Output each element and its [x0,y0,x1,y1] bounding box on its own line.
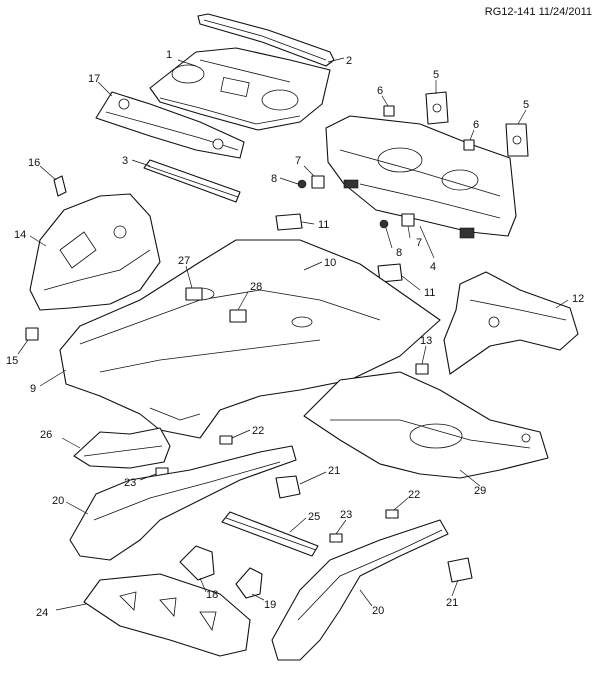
part-bracket-13 [415,363,429,375]
part-clip-15 [25,327,39,341]
callout-14: 14 [14,229,26,241]
part-crossmember-24 [83,573,251,657]
part-fastener-8a [297,179,307,189]
part-crossmember-25 [221,511,319,557]
part-pad-22b [385,509,399,519]
part-bracket-7a [311,175,325,189]
part-bracket-26 [73,427,171,469]
callout-6-right: 6 [473,119,479,131]
callout-17: 17 [88,73,100,85]
callout-23-left: 23 [124,477,136,489]
part-rear-compartment-panel [325,115,517,239]
part-roof-rail [197,13,335,67]
callout-22-left: 22 [252,425,264,437]
part-pad-23b [329,533,343,543]
callout-29: 29 [474,485,486,497]
callout-25: 25 [308,511,320,523]
part-fastener-8b [379,219,389,229]
callout-16: 16 [28,157,40,169]
part-reinforcement-bar [143,159,241,203]
part-rear-rail-right [443,271,579,375]
callout-10: 10 [324,257,336,269]
callout-2: 2 [346,55,352,67]
callout-27: 27 [178,255,190,267]
callout-21-upper: 21 [328,465,340,477]
part-rear-shelf-panel [149,47,331,131]
callout-3: 3 [122,155,128,167]
part-bracket-18 [179,545,215,581]
part-rear-floor-panel [59,239,441,439]
callout-23-right: 23 [340,509,352,521]
part-spare-wheel-floor [303,371,549,479]
callout-9: 9 [30,383,36,395]
callout-13: 13 [420,335,432,347]
callout-12: 12 [572,293,584,305]
part-rear-rail-right-20 [271,519,449,661]
callout-20-right: 20 [372,605,384,617]
callout-19: 19 [264,599,276,611]
callout-1: 1 [166,49,172,61]
diagram-reference-code: RG12-141 11/24/2011 [484,6,592,18]
callout-6-left: 6 [377,85,383,97]
callout-7-lower: 7 [416,237,422,249]
callout-8-lower: 8 [396,247,402,259]
part-clip-6a [383,105,395,117]
part-bracket-5b [505,123,529,157]
callout-22-right: 22 [408,489,420,501]
callout-28: 28 [250,281,262,293]
callout-24: 24 [36,607,48,619]
part-bracket-7b [401,213,415,227]
part-bracket-28 [229,309,247,323]
callout-21-lower: 21 [446,597,458,609]
callout-26: 26 [40,429,52,441]
callout-layer: 1 2 3 4 5 5 6 6 7 7 8 8 9 10 11 11 12 13… [6,49,584,619]
callout-5-right: 5 [523,99,529,111]
callout-8-upper: 8 [271,173,277,185]
part-bracket-11a [275,213,303,231]
part-clip-16 [53,175,67,197]
callout-18: 18 [206,589,218,601]
callout-7-upper: 7 [295,155,301,167]
part-bracket-21b [447,557,473,583]
part-bracket-27 [185,287,203,301]
callout-20-left: 20 [52,495,64,507]
part-bracket-19 [235,567,263,599]
callout-15: 15 [6,355,18,367]
callout-4: 4 [430,261,436,273]
callout-5-upper: 5 [433,69,439,81]
part-bracket-11b [377,263,403,283]
part-upper-back-panel [95,91,245,159]
callout-11-lower: 11 [424,287,435,299]
part-clip-6b [463,139,475,151]
part-bracket-21a [275,475,301,499]
part-rear-rail-left-20 [69,445,297,561]
part-pad-22a [219,435,233,445]
part-bracket-5a [425,91,449,125]
part-wheelhouse-left [29,193,161,311]
callout-11-upper: 11 [318,219,329,231]
